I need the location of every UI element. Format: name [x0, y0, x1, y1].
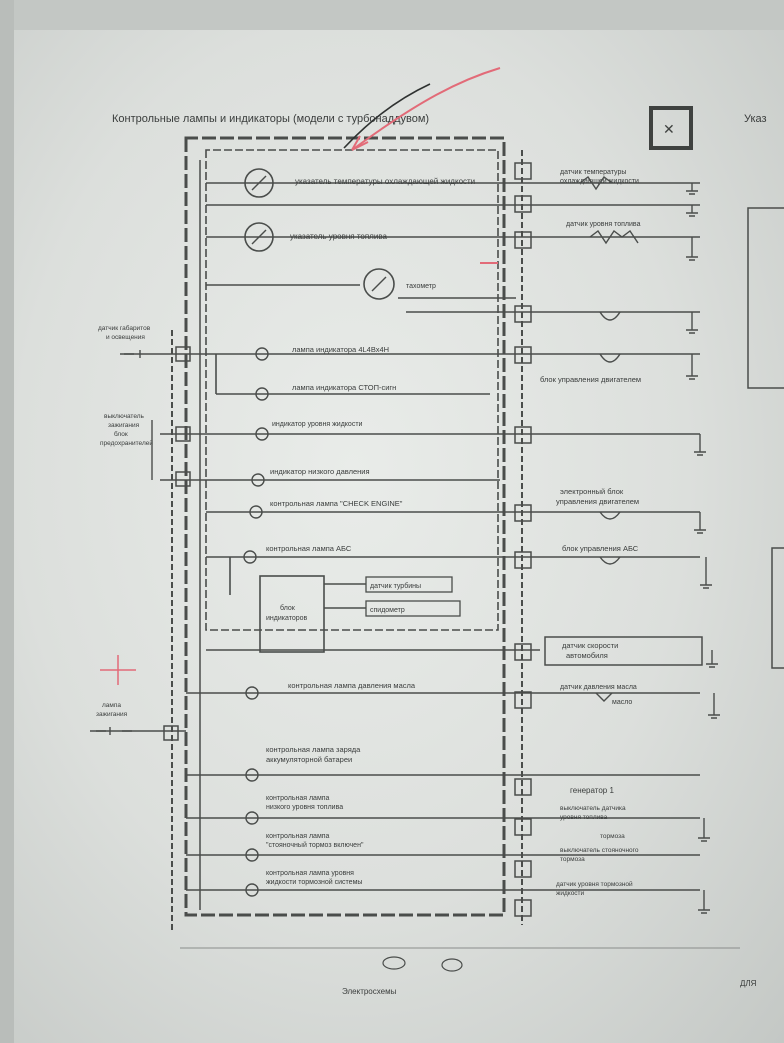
ground-symbols — [579, 175, 720, 914]
lamp-4-label: индикатор низкого давления — [270, 467, 370, 476]
temp-gauge-label: указатель температуры охлаждающей жидкос… — [295, 177, 475, 186]
footer-text: Электросхемы — [342, 987, 397, 996]
speedometer-box — [365, 600, 461, 617]
fuel-gauge-label: указатель уровня топлива — [290, 232, 387, 241]
right-label-9b: тормоза — [600, 833, 625, 840]
right-label-3: блок управления двигателем — [540, 375, 641, 384]
right-label-8: генератор 1 — [570, 786, 614, 795]
right-label-7b: масло — [612, 699, 632, 706]
lamp-1-label: лампа индикатора 4L4Вх4Н — [292, 345, 389, 354]
annotation-cross — [100, 655, 136, 685]
page-title: Контрольные лампы и индикаторы (модели с… — [112, 113, 429, 125]
right-label-5: блок управления АБС — [562, 544, 639, 553]
next-page-fragment — [747, 207, 784, 389]
tachometer-icon — [363, 268, 395, 300]
inner-meter-frame — [205, 149, 499, 631]
pen-stroke — [343, 83, 431, 149]
lamp-3-label: индикатор уровня жидкости — [272, 421, 363, 428]
turbo-sensor-box — [365, 576, 453, 593]
page-left-shadow — [0, 0, 14, 1043]
lamp-7-label: контрольная лампа давления масла — [288, 681, 416, 690]
control-out-1-label: датчик турбины — [370, 582, 421, 590]
right-page-title: Указ — [744, 113, 767, 125]
svg-text:контрольная лампа"стояночный т: контрольная лампа"стояночный тормоз вклю… — [266, 833, 364, 849]
lamp-2-label: лампа индикатора СТОП-сигн — [292, 383, 396, 392]
footer-right-text: ДЛЯ — [740, 979, 757, 988]
footer-symbol-left — [382, 956, 406, 970]
section-icon: ✕ — [663, 122, 675, 138]
footer-symbol-right — [441, 958, 463, 972]
control-out-2-label: спидометр — [370, 607, 405, 614]
lamp-6-label: контрольная лампа АБС — [266, 544, 352, 553]
indicator-lamps — [243, 347, 269, 897]
indicator-control-block — [259, 575, 325, 653]
section-icon-box — [649, 106, 693, 150]
fuel-gauge-icon — [244, 222, 274, 252]
right-label-2: датчик уровня топлива — [566, 221, 641, 228]
annotation-arrow — [351, 67, 501, 151]
combination-meter-frame — [184, 136, 506, 917]
vehicle-speed-sensor-box — [544, 636, 703, 666]
right-label-7: датчик давления масла — [560, 684, 637, 691]
temperature-gauge-icon — [244, 168, 274, 198]
connector-blocks — [163, 162, 532, 917]
lamp-5-label: контрольная лампа "CHECK ENGINE" — [270, 499, 403, 508]
tachometer-label: тахометр — [406, 283, 436, 290]
signal-lines — [90, 182, 700, 891]
page-top-shadow — [0, 0, 784, 30]
